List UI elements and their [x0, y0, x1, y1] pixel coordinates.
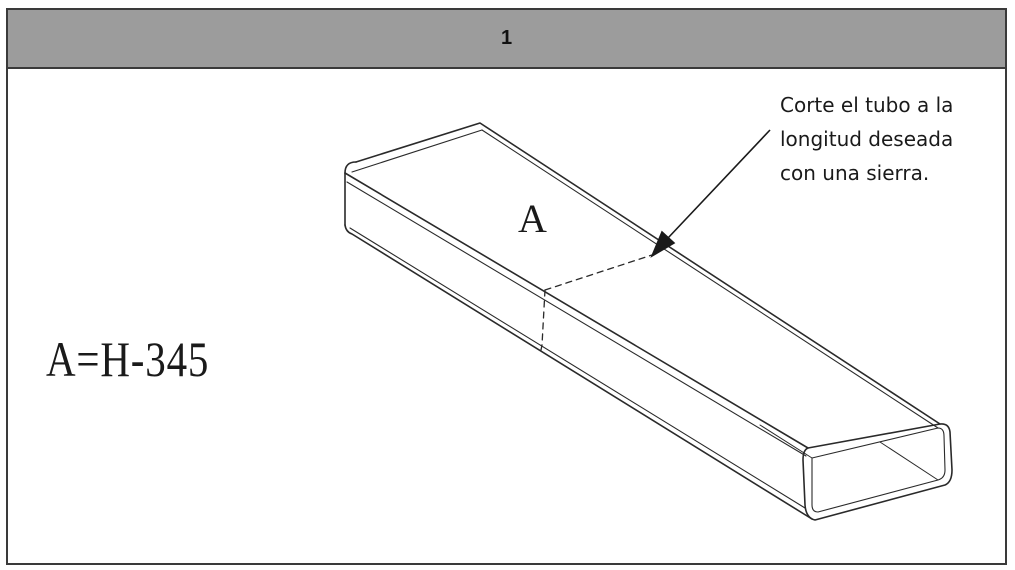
duct-front-top-edge: [344, 172, 809, 449]
length-formula: A=H-345: [46, 331, 210, 387]
duct-top-face: [355, 122, 941, 425]
cut-line: [544, 254, 653, 291]
cut-instruction-line-1: Corte el tubo a la: [780, 93, 954, 117]
cut-instruction-line-2: longitud deseada: [780, 127, 954, 151]
cut-instruction: Corte el tubo a la longitud deseada con …: [780, 88, 1000, 190]
callout-arrow: [650, 129, 771, 258]
cut-instruction-line-3: con una sierra.: [780, 161, 930, 185]
instruction-panel: 1: [6, 8, 1007, 565]
duct-end-opening: [802, 423, 953, 521]
section-label: A: [518, 196, 547, 241]
step-header: 1: [8, 10, 1005, 69]
step-number: 1: [500, 27, 513, 49]
duct-front-bottom-edge: [344, 224, 813, 520]
